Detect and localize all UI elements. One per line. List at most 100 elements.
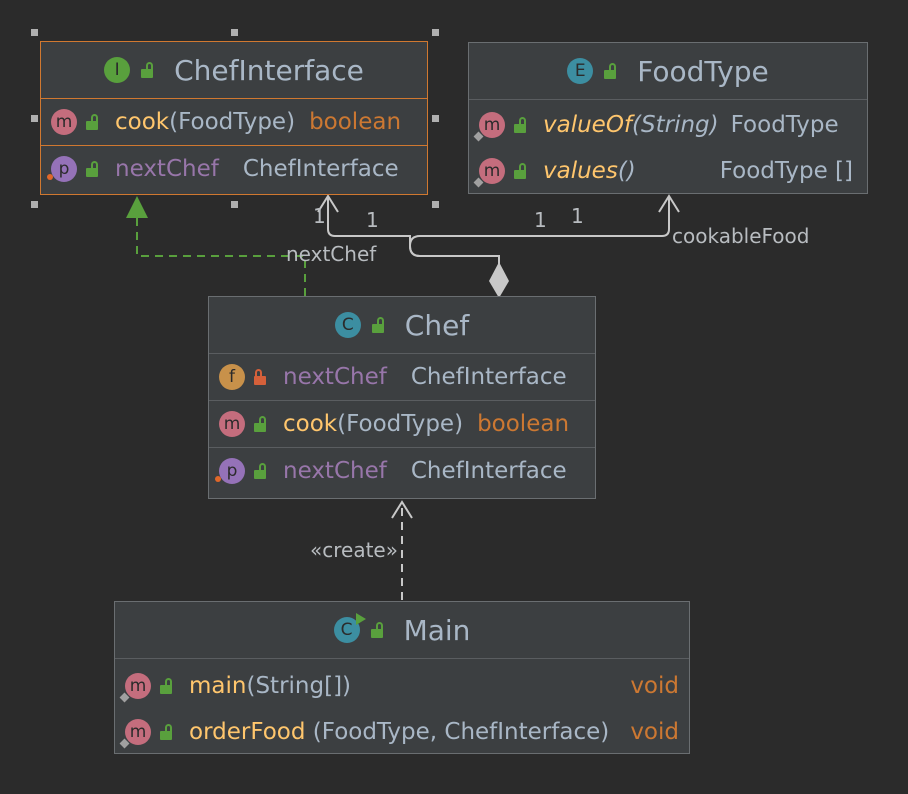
return-type: FoodType	[730, 112, 839, 138]
properties-section: p nextChef ChefInterface	[41, 146, 427, 192]
public-lock-icon	[603, 63, 617, 79]
class-title: FoodType	[637, 54, 769, 88]
create-dependency-arrowhead	[391, 500, 413, 519]
class-header: C Main	[115, 602, 689, 659]
association-edge-cookablefood[interactable]	[408, 196, 670, 257]
selection-handle[interactable]	[31, 115, 38, 122]
association-arrowhead-foodtype	[658, 194, 680, 213]
runnable-class-icon: C	[333, 613, 366, 643]
association-arrowhead-chefinterface	[317, 194, 339, 213]
method-paren-open: (	[632, 112, 642, 138]
return-type: void	[630, 673, 679, 699]
return-type: boolean	[477, 411, 570, 437]
method-row[interactable]: m orderFood ( FoodType, ChefInterface ) …	[115, 709, 689, 755]
property-marker-icon	[215, 476, 221, 482]
property-icon: p	[215, 458, 245, 484]
return-type: void	[630, 719, 679, 745]
multiplicity-label: 1	[571, 204, 584, 228]
return-type: boolean	[309, 109, 402, 135]
property-type: ChefInterface	[242, 156, 399, 182]
class-title: ChefInterface	[174, 53, 364, 87]
public-lock-icon	[85, 161, 99, 177]
selection-handle[interactable]	[231, 201, 238, 208]
class-title: Chef	[404, 308, 470, 342]
method-paren-close: )	[286, 109, 296, 135]
class-icon: C	[334, 312, 361, 338]
method-params: FoodType	[346, 411, 455, 437]
public-lock-icon	[253, 416, 267, 432]
public-lock-icon	[513, 163, 527, 179]
multiplicity-label: 1	[313, 204, 326, 228]
property-icon-letter: p	[58, 159, 70, 179]
static-marker-icon	[119, 692, 130, 703]
method-paren-close: )	[454, 411, 464, 437]
association-label-cookablefood: cookableFood	[672, 224, 810, 248]
realization-edge[interactable]	[136, 218, 306, 296]
method-row[interactable]: m cook ( FoodType ) boolean	[41, 99, 427, 145]
method-paren-close: )	[600, 719, 610, 745]
method-row[interactable]: m values ( ) FoodType []	[469, 148, 867, 194]
selection-handle[interactable]	[432, 201, 439, 208]
method-name: cook	[115, 109, 170, 135]
multiplicity-label: 1	[534, 208, 547, 232]
selection-handle[interactable]	[432, 115, 439, 122]
interface-icon: I	[104, 57, 131, 83]
properties-section: p nextChef ChefInterface	[209, 448, 595, 494]
fields-section: f nextChef ChefInterface	[209, 354, 595, 401]
method-row[interactable]: m valueOf ( String ) FoodType	[469, 102, 867, 148]
chefinterface-node[interactable]: I ChefInterface m cook ( FoodType ) bool…	[40, 41, 428, 195]
method-paren-open: (	[337, 411, 347, 437]
public-lock-icon	[370, 622, 384, 638]
method-row[interactable]: m main ( String[] ) void	[115, 663, 689, 709]
method-icon: m	[473, 112, 505, 142]
selection-handle[interactable]	[231, 29, 238, 36]
public-lock-icon	[513, 117, 527, 133]
method-icon-letter: m	[129, 722, 147, 742]
property-row[interactable]: p nextChef ChefInterface	[209, 448, 595, 494]
public-lock-icon	[85, 114, 99, 130]
field-icon: f	[219, 364, 245, 390]
class-header: C Chef	[209, 297, 595, 354]
method-paren-close: )	[626, 158, 636, 184]
method-icon: m	[51, 109, 77, 135]
method-name: orderFood	[189, 719, 306, 745]
chef-node[interactable]: C Chef f nextChef ChefInterface m cook (…	[208, 296, 596, 499]
selection-handle[interactable]	[432, 29, 439, 36]
realization-arrowhead	[126, 196, 148, 218]
method-row[interactable]: m cook ( FoodType ) boolean	[209, 401, 595, 447]
public-lock-icon	[159, 678, 173, 694]
method-params: String[]	[255, 673, 343, 699]
methods-section: m main ( String[] ) void m orderFood ( F…	[115, 659, 689, 755]
method-params: FoodType	[178, 109, 287, 135]
field-row[interactable]: f nextChef ChefInterface	[209, 354, 595, 400]
method-name: values	[543, 158, 618, 184]
class-header: E FoodType	[469, 43, 867, 100]
class-header: I ChefInterface	[41, 42, 427, 99]
method-paren-close: )	[342, 673, 352, 699]
method-paren-open: (	[169, 109, 179, 135]
field-type: ChefInterface	[410, 364, 567, 390]
main-node[interactable]: C Main m main ( String[] ) void m orderF…	[114, 601, 690, 754]
create-stereotype-label: «create»	[310, 538, 398, 562]
property-icon: p	[47, 156, 77, 182]
association-label-nextchef: nextChef	[286, 242, 377, 266]
field-name: nextChef	[283, 364, 387, 390]
public-lock-icon	[140, 62, 154, 78]
composition-diamond	[489, 262, 509, 298]
method-params: FoodType, ChefInterface	[321, 719, 601, 745]
property-icon-letter: p	[226, 461, 238, 481]
property-row[interactable]: p nextChef ChefInterface	[41, 146, 427, 192]
methods-section: m valueOf ( String ) FoodType m values (…	[469, 100, 867, 194]
selection-handle[interactable]	[31, 201, 38, 208]
method-params: String	[641, 112, 710, 138]
public-lock-icon	[253, 463, 267, 479]
selection-handle[interactable]	[31, 29, 38, 36]
method-icon: m	[473, 158, 505, 188]
foodtype-node[interactable]: E FoodType m valueOf ( String ) FoodType…	[468, 42, 868, 194]
method-icon-letter: m	[129, 676, 147, 696]
property-name: nextChef	[115, 156, 219, 182]
method-paren-open: (	[246, 673, 256, 699]
property-name: nextChef	[283, 458, 387, 484]
method-name: main	[189, 673, 247, 699]
